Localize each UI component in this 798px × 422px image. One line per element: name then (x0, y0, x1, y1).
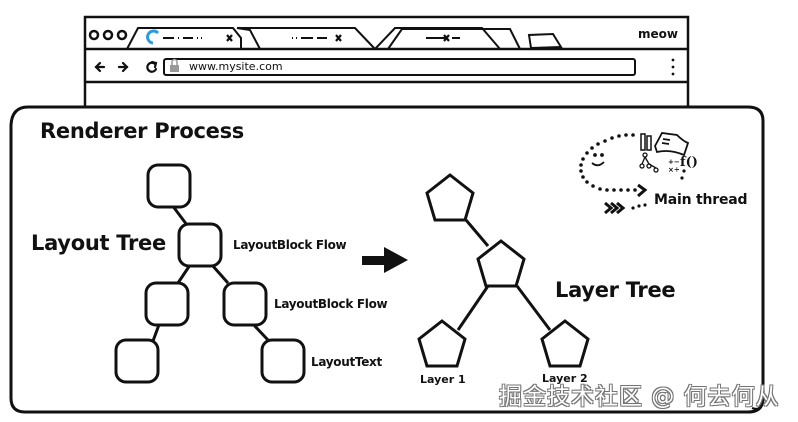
layout-tree-title: Layout Tree (31, 231, 166, 255)
open-book-icon (654, 132, 690, 157)
transform-arrow-icon (362, 247, 408, 273)
tab-3-close-icon[interactable] (443, 34, 450, 42)
layout-node-block-flow-2 (222, 281, 268, 327)
panel-shadow (751, 397, 764, 410)
reload-icon[interactable] (146, 60, 158, 73)
triple-chevron-icon (604, 201, 626, 215)
lock-icon (170, 58, 179, 72)
loop-arrowhead-icon (637, 183, 648, 198)
address-url[interactable]: www.mysite.com (189, 60, 283, 73)
layer-node-2 (540, 319, 590, 368)
layer-label: Layer 2 (542, 372, 588, 385)
layout-node-block-flow-1 (177, 222, 223, 268)
layer-node-top (425, 173, 475, 222)
layout-node-left (144, 281, 190, 327)
address-bar[interactable] (163, 58, 636, 76)
forward-arrow-icon[interactable] (117, 61, 129, 73)
tab-1-shape[interactable] (126, 27, 242, 50)
layout-node-label: LayoutBlock Flow (274, 297, 388, 311)
layout-node-root (146, 163, 192, 209)
window-dots-icon (88, 29, 128, 41)
tab-2-shape[interactable] (236, 27, 376, 50)
function-icon: f() (680, 155, 698, 170)
layer-tree-edges (456, 219, 552, 331)
new-tab-icon[interactable] (527, 32, 563, 50)
layer-node-center (476, 239, 526, 288)
pencils-icon (640, 133, 652, 151)
math-operators-icon: +− (668, 158, 680, 166)
main-thread-label: Main thread (654, 192, 748, 208)
kebab-menu-icon[interactable] (671, 58, 675, 76)
layer-label: Layer 1 (420, 373, 466, 386)
smiley-face-icon (591, 153, 605, 167)
watermark: 掘金技术社区 @ 何去何从 (499, 384, 780, 410)
browser-brand-label: meow (638, 27, 678, 41)
layout-node-label: LayoutBlock Flow (233, 238, 347, 252)
tab-loading-spinner-icon (146, 29, 160, 45)
tab-2-close-icon[interactable] (335, 34, 342, 42)
renderer-process-panel (9, 105, 765, 414)
layer-tree-title: Layer Tree (555, 278, 676, 302)
node-graph-icon (639, 152, 659, 173)
layout-node-leaf-left (114, 338, 160, 384)
layer-node-1 (417, 319, 467, 368)
tab-3-shape[interactable] (387, 28, 521, 50)
main-thread-illustration: +− ×÷ f() (579, 132, 698, 215)
math-operators-icon-row2: ×÷ (668, 166, 680, 174)
back-arrow-icon[interactable] (94, 61, 106, 73)
tab-1-close-icon[interactable] (226, 34, 233, 42)
layout-node-text (260, 338, 306, 384)
dotted-loop-path (579, 133, 686, 210)
renderer-process-title: Renderer Process (40, 119, 244, 143)
layout-node-label: LayoutText (311, 355, 382, 369)
